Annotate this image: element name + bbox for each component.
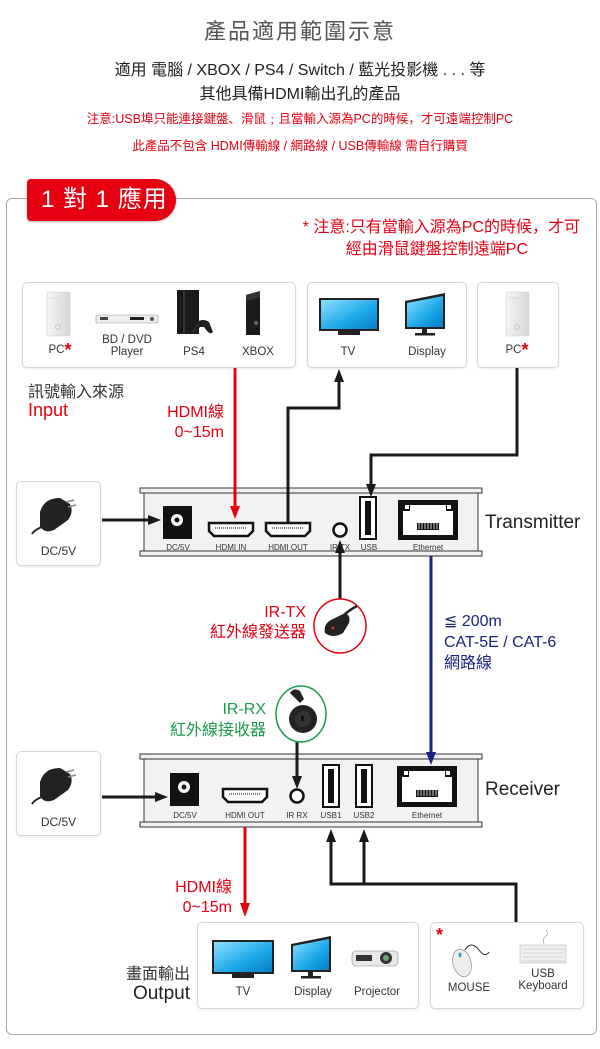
ir-emitter-icon bbox=[313, 598, 367, 654]
port-label: Ethernet bbox=[411, 811, 443, 820]
arrow-right-icon bbox=[148, 515, 161, 525]
usb-device-cable bbox=[329, 840, 518, 922]
compatibility-line-2: 其他具備HDMI輸出孔的產品 bbox=[199, 86, 401, 103]
compatibility-line-1: 適用 電腦 / XBOX / PS4 / Switch / 藍光投影機 . . … bbox=[114, 62, 486, 79]
device-label-control-pc: PC* bbox=[505, 340, 529, 360]
hdmi-loop-cable bbox=[286, 380, 341, 523]
arrow-up-icon bbox=[359, 829, 369, 842]
cable-not-included-note: 此產品不包含 HDMI傳輸線 / 網路線 / USB傳輸線 需自行購買 bbox=[132, 139, 468, 153]
input-caption-en: Input bbox=[28, 400, 69, 420]
device-label-ps4: PS4 bbox=[183, 346, 205, 358]
port-label: HDMI OUT bbox=[225, 811, 265, 820]
hdmi-out-port bbox=[264, 521, 312, 538]
mouse-icon bbox=[452, 944, 490, 978]
xbox-console-icon bbox=[246, 291, 260, 335]
hdmi-out-port bbox=[221, 787, 269, 804]
device-label-projector: Projector bbox=[353, 986, 401, 998]
arrow-up-icon bbox=[334, 369, 344, 382]
input-caption-zh: 訊號輸入來源 bbox=[28, 384, 125, 401]
star-icon: * bbox=[436, 925, 444, 945]
usb2-port bbox=[355, 764, 373, 808]
pc-tower-icon bbox=[46, 291, 71, 337]
one-to-one-badge: 1 對 1 應用 bbox=[27, 179, 176, 221]
receiver-title: Receiver bbox=[485, 779, 560, 800]
arrow-down-icon bbox=[240, 903, 250, 917]
ps4-console-icon bbox=[177, 290, 213, 334]
port-label: IR TX bbox=[329, 543, 351, 552]
ethernet-port bbox=[397, 766, 457, 807]
port-label: IR RX bbox=[286, 811, 308, 820]
usb-note: 注意:USB埠只能連接鍵盤、滑鼠﹔且當輸入源為PC的時候，才可遠端控制PC bbox=[86, 112, 514, 126]
pc-tower-icon bbox=[505, 291, 530, 337]
power-adapter-label-bottom: DC/5V bbox=[40, 815, 77, 829]
ir-tx-port bbox=[332, 522, 348, 538]
device-label-mouse: MOUSE bbox=[447, 982, 491, 994]
keyboard-icon bbox=[519, 929, 567, 964]
pc-control-note-line-1: * 注意:只有當輸入源為PC的時候，才可 bbox=[302, 219, 580, 236]
dc-port bbox=[170, 773, 199, 806]
arrow-down-icon bbox=[230, 506, 240, 519]
page-title: 產品適用範圍示意 bbox=[203, 19, 396, 44]
device-label-display: Display bbox=[294, 986, 332, 998]
dc-port bbox=[163, 506, 192, 539]
port-label: HDMI IN bbox=[215, 543, 247, 552]
projector-icon bbox=[351, 950, 399, 967]
power-adapter-icon bbox=[31, 768, 77, 805]
port-label: DC/5V bbox=[166, 543, 190, 552]
arrow-right-icon bbox=[155, 792, 168, 802]
port-label: USB2 bbox=[353, 811, 375, 820]
device-label-tv: TV bbox=[235, 986, 251, 998]
usb-port bbox=[359, 496, 377, 540]
arrow-down-icon bbox=[426, 752, 436, 765]
port-label: HDMI OUT bbox=[268, 543, 308, 552]
device-label-display: Display bbox=[408, 346, 446, 358]
port-label: DC/5V bbox=[173, 811, 197, 820]
port-label: Ethernet bbox=[412, 543, 444, 552]
arrow-up-icon bbox=[335, 540, 345, 553]
tv-icon bbox=[212, 940, 274, 978]
output-caption-zh: 畫面輸出 bbox=[125, 966, 190, 983]
ir-rx-port bbox=[289, 788, 305, 804]
device-label-pc: PC* bbox=[48, 340, 72, 360]
port-label: USB bbox=[360, 543, 378, 552]
ethernet-port bbox=[398, 500, 458, 540]
monitor-icon bbox=[405, 293, 445, 336]
arrow-up-icon bbox=[326, 829, 336, 842]
arrow-down-icon bbox=[292, 776, 302, 789]
star-icon: * bbox=[64, 340, 72, 360]
device-label-tv: TV bbox=[340, 346, 356, 358]
usb1-port bbox=[322, 764, 340, 808]
hdmi-in-port bbox=[207, 521, 255, 538]
arrow-down-icon bbox=[366, 484, 376, 497]
monitor-icon bbox=[291, 936, 331, 979]
power-adapter-icon bbox=[31, 498, 77, 535]
usb-pc-cable bbox=[369, 368, 519, 485]
ir-receiver-icon bbox=[275, 685, 327, 743]
power-adapter-label-top: DC/5V bbox=[40, 544, 77, 558]
device-label-xbox: XBOX bbox=[242, 346, 274, 358]
dvd-player-icon bbox=[95, 314, 159, 324]
star-icon: * bbox=[521, 340, 529, 360]
transmitter-title: Transmitter bbox=[485, 512, 581, 533]
output-caption-en: Output bbox=[132, 983, 190, 1004]
port-label: USB1 bbox=[320, 811, 342, 820]
tv-icon bbox=[319, 298, 379, 335]
pc-control-note-line-2: 經由滑鼠鍵盤控制遠端PC bbox=[345, 241, 528, 258]
